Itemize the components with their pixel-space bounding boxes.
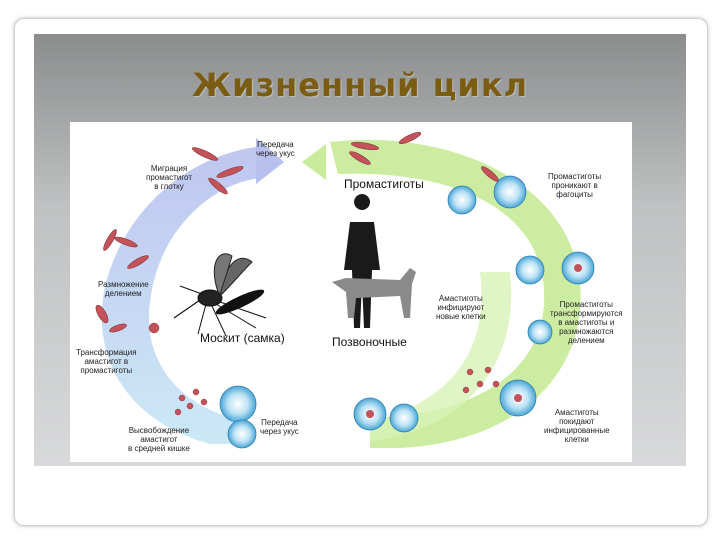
label-amastigotes-infect: Амастиготы инфицируют новые клетки <box>436 294 486 321</box>
label-amastigotes-leave: Амастиготы покидают инфицированные клетк… <box>544 408 610 444</box>
slide-title: Жизненный цикл <box>0 66 720 104</box>
label-release: Высвобождение амастигот в средней кишке <box>128 426 190 453</box>
life-cycle-diagram: Передача через укус Миграция промастигот… <box>70 122 632 462</box>
label-transmission-top: Передача через укус <box>256 140 295 158</box>
mosquito-silhouette <box>174 254 266 336</box>
vertebrate-silhouettes <box>332 194 416 328</box>
label-promastigotes-transform: Промастиготы трансформируются в амастиго… <box>550 300 623 345</box>
label-vertebrates: Позвоночные <box>332 336 407 349</box>
label-transmission-bottom: Передача через укус <box>260 418 299 436</box>
label-migration: Миграция промастигот в глотку <box>146 164 192 191</box>
label-promastigotes: Промастиготы <box>344 178 424 191</box>
label-transformation: Трансформация амастигот в промастиготы <box>76 348 137 375</box>
label-mosquito: Москит (самка) <box>200 332 285 345</box>
label-penetrate: Промастиготы проникают в фагоциты <box>548 172 601 199</box>
label-multiplication: Размножение делением <box>98 280 149 298</box>
